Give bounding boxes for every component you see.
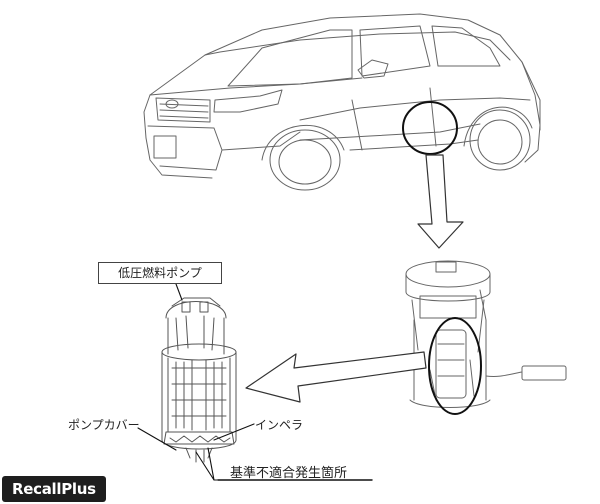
- module-highlight-ellipse: [428, 317, 482, 415]
- impeller-label: インペラ: [255, 418, 304, 432]
- low-pressure-fuel-pump-label: 低圧燃料ポンプ: [98, 262, 222, 284]
- pump-cover-leader: [137, 427, 177, 451]
- left-arrow: [245, 351, 427, 403]
- recallplus-watermark: RecallPlus: [2, 476, 106, 502]
- car-highlight-circle: [402, 101, 458, 155]
- down-arrow: [417, 154, 464, 249]
- defect-leader-1: [195, 451, 221, 481]
- nonconformity-location-label: 基準不適合発生箇所: [230, 466, 348, 481]
- low-pressure-fuel-pump-illustration: [161, 297, 237, 463]
- defect-leader-2: [207, 447, 215, 481]
- fuel-pump-module-illustration: [405, 260, 567, 408]
- suv-illustration: [143, 13, 541, 191]
- pump-cover-label: ポンプカバー: [68, 418, 140, 432]
- pump-label-leader: [175, 283, 183, 301]
- impeller-leader: [213, 423, 255, 441]
